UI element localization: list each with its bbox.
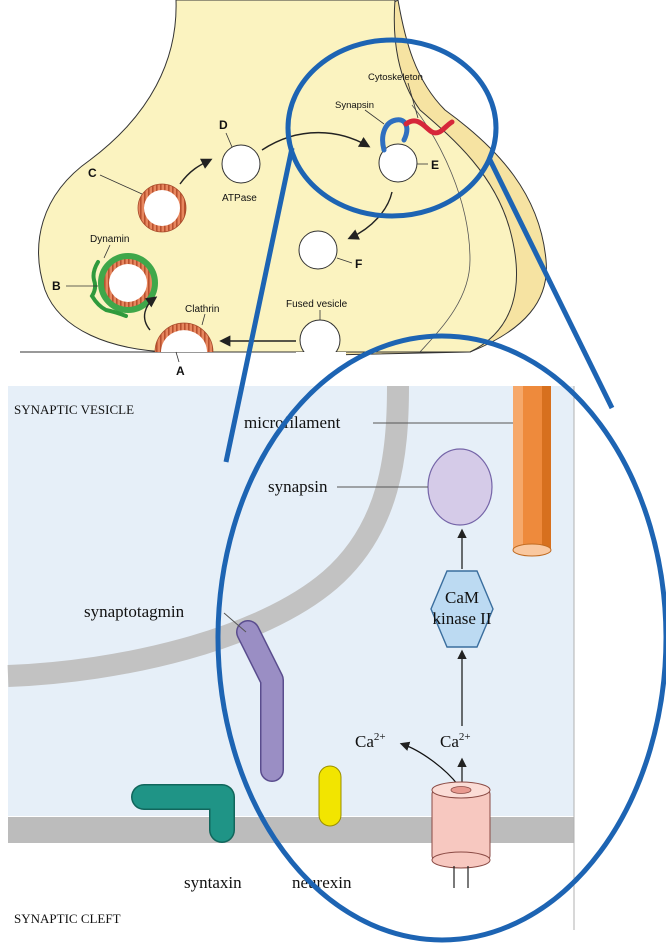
label-atpase: ATPase [222, 193, 257, 204]
label-synapsin-top: Synapsin [335, 100, 374, 111]
vesicle-membrane-arc [7, 385, 409, 687]
label-synaptotagmin: synaptotagmin [84, 602, 185, 621]
label-B: B [52, 279, 61, 293]
label-synaptic-cleft: SYNAPTIC CLEFT [14, 911, 121, 926]
camk-label-line1: CaM [445, 588, 479, 607]
label-F: F [355, 257, 362, 271]
nerve-terminal-panel: A Clathrin Dynamin B C D ATPase Cyt [20, 0, 547, 378]
label-C: C [88, 166, 97, 180]
label-syntaxin: syntaxin [184, 873, 242, 892]
label-E: E [431, 158, 439, 172]
zoom-small-circle [285, 37, 499, 219]
synapsin-tethered-vesicle [378, 143, 418, 183]
label-synaptic-vesicle: SYNAPTIC VESICLE [14, 402, 134, 417]
label-fused-vesicle: Fused vesicle [286, 299, 348, 310]
neurexin-protein [318, 765, 342, 827]
signaling-arrows [399, 528, 467, 788]
axon-inner-line [411, 104, 471, 353]
label-clathrin: Clathrin [185, 304, 219, 315]
uncoated-vesicle [221, 144, 261, 184]
vesicle-cycle-arrows [143, 132, 393, 347]
synapsin-strand [380, 117, 410, 153]
clathrin-coated-pit [154, 322, 214, 353]
label-dynamin: Dynamin [90, 234, 129, 245]
dynamin-vesicle [89, 253, 158, 318]
zoom-line-right [487, 158, 615, 410]
calcium-channel [431, 781, 491, 888]
label-A: A [176, 364, 185, 378]
label-D: D [219, 118, 228, 132]
label-cytoskeleton: Cytoskeleton [368, 72, 423, 83]
label-ca2-left: Ca2+ [355, 731, 386, 751]
synapsin-protein [427, 448, 493, 526]
label-ca2-right: Ca2+ [440, 731, 471, 751]
microfilament [512, 386, 552, 557]
camk-ii-hexagon [430, 570, 494, 648]
cytoskeleton-strand [403, 118, 455, 136]
coated-vesicle [137, 183, 187, 233]
zoom-indicator [215, 37, 666, 943]
label-synapsin: synapsin [268, 477, 328, 496]
camk-label-line2: kinase II [432, 609, 491, 628]
molecular-detail-panel: microfilament synapsin CaM kinase II Ca2… [0, 385, 575, 930]
label-microfilament: microfilament [244, 413, 341, 432]
released-vesicle [298, 230, 338, 270]
zoom-line-left [223, 147, 295, 463]
zoom-large-circle [215, 333, 666, 943]
